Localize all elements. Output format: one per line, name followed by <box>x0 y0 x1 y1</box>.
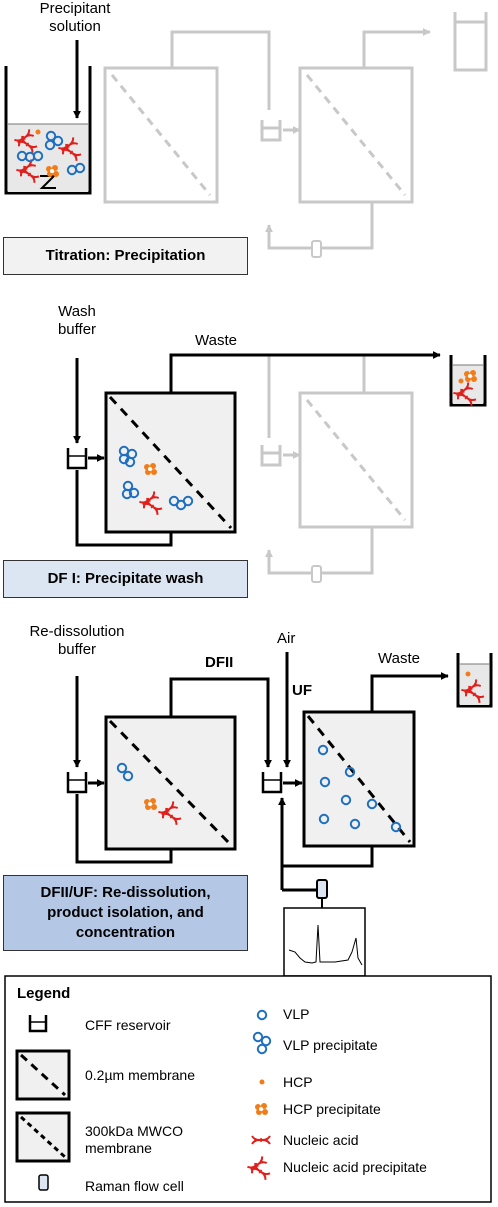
stage3-waste-label: Waste <box>378 650 420 667</box>
legend-title: Legend <box>17 985 71 1002</box>
waste-line <box>169 351 441 393</box>
raman-flow-cell <box>316 879 328 899</box>
wash-buffer-label: Wash buffer <box>57 303 97 338</box>
air-label: Air <box>277 630 296 647</box>
stage2-title: DF I: Precipitate wash <box>3 560 248 598</box>
stage1-inactive-loop <box>103 12 488 250</box>
legend-raman: Raman flow cell <box>85 1178 184 1194</box>
dfii-label: DFII <box>205 654 234 671</box>
legend-frame <box>4 975 492 1203</box>
stage1-title: Titration: Precipitation <box>3 237 248 275</box>
legend-vlp-precipitate: VLP precipitate <box>283 1037 378 1053</box>
legend-membrane-02: 0.2µm membrane <box>85 1067 195 1083</box>
legend-membrane-300: 300kDa MWCO membrane <box>85 1123 184 1156</box>
stage3-diagram <box>66 652 493 977</box>
legend-vlp: VLP <box>283 1006 310 1022</box>
legend-nucleic-acid-precipitate: Nucleic acid precipitate <box>283 1159 427 1175</box>
stage1-diagram <box>4 12 488 258</box>
legend-symbols <box>4 975 492 1203</box>
redissolution-buffer-label: Re-dissolution buffer <box>29 623 125 658</box>
stage2-inactive-loop <box>260 356 414 575</box>
stirrer-icon <box>39 175 57 189</box>
uf-label: UF <box>292 682 312 699</box>
legend-hcp: HCP <box>283 1074 313 1090</box>
legend-hcp-precipitate: HCP precipitate <box>283 1101 381 1117</box>
waste-container <box>449 355 487 407</box>
cff-reservoir <box>66 448 88 470</box>
precipitation-reservoir <box>4 66 92 195</box>
legend-cff-reservoir: CFF reservoir <box>85 1017 171 1033</box>
stage3-title: DFII/UF: Re-dissolution, product isolati… <box>3 875 248 951</box>
legend-nucleic-acid: Nucleic acid <box>283 1132 359 1148</box>
precipitant-label: Precipitant solution <box>39 0 111 35</box>
stage2-diagram <box>66 351 487 583</box>
raman-flow-cell-inactive <box>311 240 322 258</box>
stage2-waste-label: Waste <box>195 332 237 349</box>
raman-spectrum-plot <box>283 907 366 977</box>
